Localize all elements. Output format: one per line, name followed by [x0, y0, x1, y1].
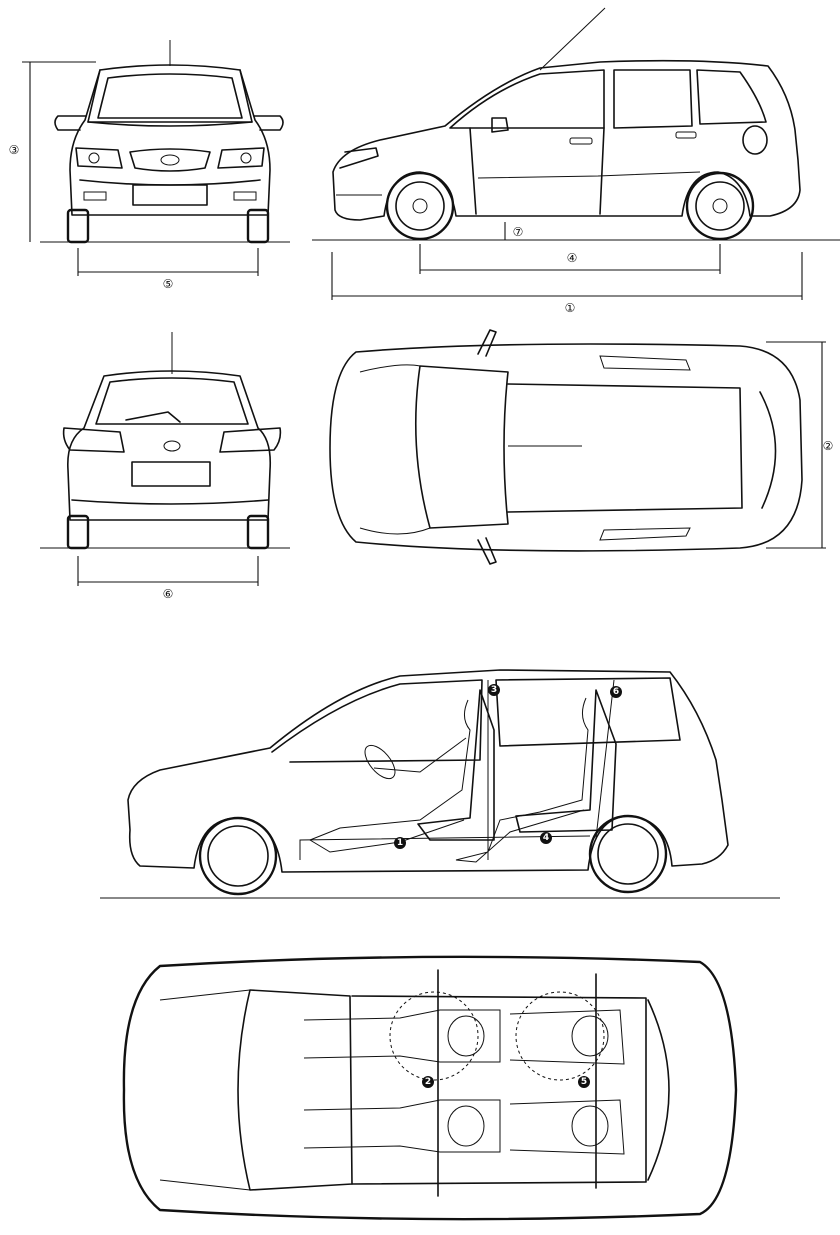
interior-marker-4: 4	[543, 833, 549, 843]
dim-label-front-track: ⑤	[163, 277, 174, 291]
dim-label-rear-track: ⑥	[163, 587, 174, 601]
interior-marker-5-dot	[578, 1076, 590, 1088]
interior-marker-3-dot	[488, 684, 500, 696]
interior-marker-1: 1	[397, 838, 403, 848]
interior-marker-1-dot	[394, 837, 406, 849]
interior-marker-5: 5	[581, 1077, 587, 1087]
interior-marker-6: 6	[613, 687, 619, 697]
dim-label-ground-clearance: ⑦	[513, 225, 524, 239]
side-view	[312, 7, 840, 300]
interior-marker-6-dot	[610, 686, 622, 698]
dim-label-overall-width: ②	[823, 439, 834, 453]
interior-marker-3: 3	[491, 685, 497, 695]
dim-label-overall-length: ①	[565, 301, 576, 315]
interior-marker-4-dot	[540, 832, 552, 844]
interior-marker-2-dot	[422, 1076, 434, 1088]
interior-top-view	[122, 955, 738, 1221]
dim-label-overall-height: ③	[9, 143, 20, 157]
dim-label-wheelbase: ④	[567, 251, 578, 265]
interior-markers: 1 2 3 4 5 6	[394, 684, 622, 1088]
front-view	[22, 40, 290, 276]
interior-side-view	[100, 669, 780, 899]
interior-marker-2: 2	[425, 1077, 431, 1087]
rear-view	[40, 332, 290, 586]
top-view	[329, 329, 826, 565]
dimension-labels: ① ② ③ ④ ⑤ ⑥ ⑦	[9, 143, 834, 601]
